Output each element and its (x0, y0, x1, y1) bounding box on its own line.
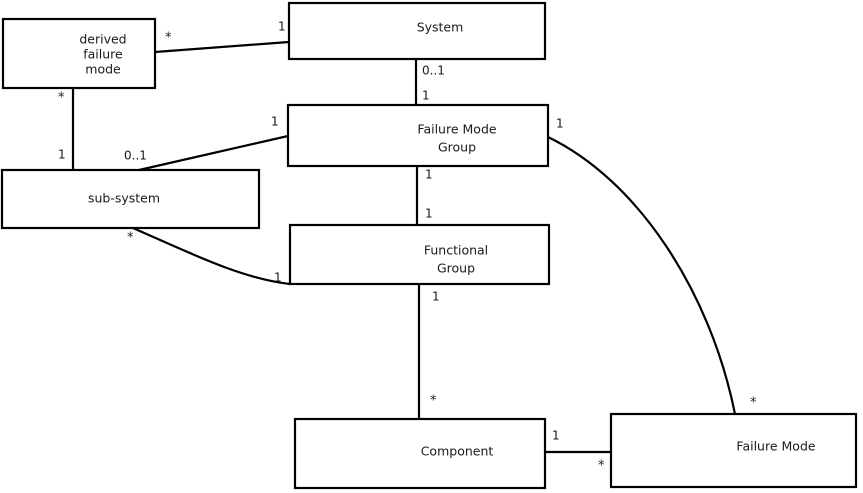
multiplicity-label-m-fg-comp-one: 1 (432, 290, 440, 304)
class-label-component: Component (421, 444, 494, 459)
multiplicity-label-m-system-fmg-zero: 0..1 (422, 64, 445, 78)
class-box-sub-system[interactable]: sub-system (0, 168, 261, 230)
multiplicity-label-m-fg-sub-one: 1 (274, 271, 282, 285)
class-box-rect-system[interactable] (287, 1, 547, 61)
multiplicity-label-m-sub-dfm-one: 1 (58, 148, 66, 162)
class-label-sub-system: sub-system (88, 191, 160, 206)
association-derived-failure-mode-system[interactable] (154, 40, 290, 54)
multiplicity-label-m-fm-fmg-star: * (750, 396, 757, 411)
multiplicity-label-m-fg-fmg-one: 1 (425, 207, 433, 221)
association-sub-system-functional-group[interactable] (132, 226, 291, 286)
class-box-rect-failure-mode-group[interactable] (286, 103, 550, 168)
multiplicity-layer: * 1 0..1 1 * 1 0..1 1 1 1 1 * * 1 1 * 1 * (58, 20, 757, 474)
class-box-rect-derived-failure-mode[interactable] (1, 17, 157, 90)
class-box-failure-mode[interactable]: Failure Mode (609, 412, 858, 489)
class-box-rect-sub-system[interactable] (0, 168, 261, 230)
class-label-derived-failure-mode-line3: mode (85, 62, 121, 77)
class-box-rect-component[interactable] (293, 417, 547, 490)
class-label-functional-group-line2: Group (437, 261, 475, 276)
multiplicity-label-m-fmg-system-one: 1 (422, 89, 430, 103)
class-box-functional-group[interactable]: Functional Group (288, 223, 551, 286)
multiplicity-label-m-fmg-fg-one: 1 (425, 168, 433, 182)
multiplicity-label-m-dfm-system-star: * (165, 31, 172, 46)
class-box-rect-failure-mode[interactable] (609, 412, 858, 489)
multiplicity-label-m-dfm-sub-star: * (58, 91, 65, 106)
class-label-functional-group-line1: Functional (424, 243, 488, 258)
multiplicity-label-m-sub-fmg-zero: 0..1 (124, 149, 147, 163)
class-box-component[interactable]: Component (293, 417, 547, 490)
class-label-derived-failure-mode-line1: derived (79, 32, 126, 47)
class-box-rect-functional-group[interactable] (288, 223, 551, 286)
class-box-failure-mode-group[interactable]: Failure Mode Group (286, 103, 550, 168)
multiplicity-label-m-fmg-sub-one: 1 (271, 115, 279, 129)
multiplicity-label-m-sub-fg-star: * (127, 231, 134, 246)
multiplicity-label-m-comp-fg-star: * (430, 394, 437, 409)
class-label-failure-mode-group-line2: Group (438, 140, 476, 155)
association-sub-system-failure-mode-group[interactable] (138, 134, 289, 172)
multiplicity-label-m-fm-comp-star: * (598, 459, 605, 474)
multiplicity-label-m-comp-fm-one: 1 (552, 429, 560, 443)
class-label-derived-failure-mode-line2: failure (83, 47, 123, 62)
class-box-derived-failure-mode[interactable]: derived failure mode (1, 17, 157, 90)
multiplicity-label-m-fmg-fm-one: 1 (556, 117, 564, 131)
association-layer (71, 40, 737, 454)
multiplicity-label-m-system-dfm-one: 1 (278, 20, 286, 34)
class-label-failure-mode: Failure Mode (736, 439, 815, 454)
association-failure-mode-group-failure-mode[interactable] (547, 136, 737, 415)
class-label-system: System (417, 20, 464, 35)
class-box-system[interactable]: System (287, 1, 547, 61)
class-label-failure-mode-group-line1: Failure Mode (417, 122, 496, 137)
